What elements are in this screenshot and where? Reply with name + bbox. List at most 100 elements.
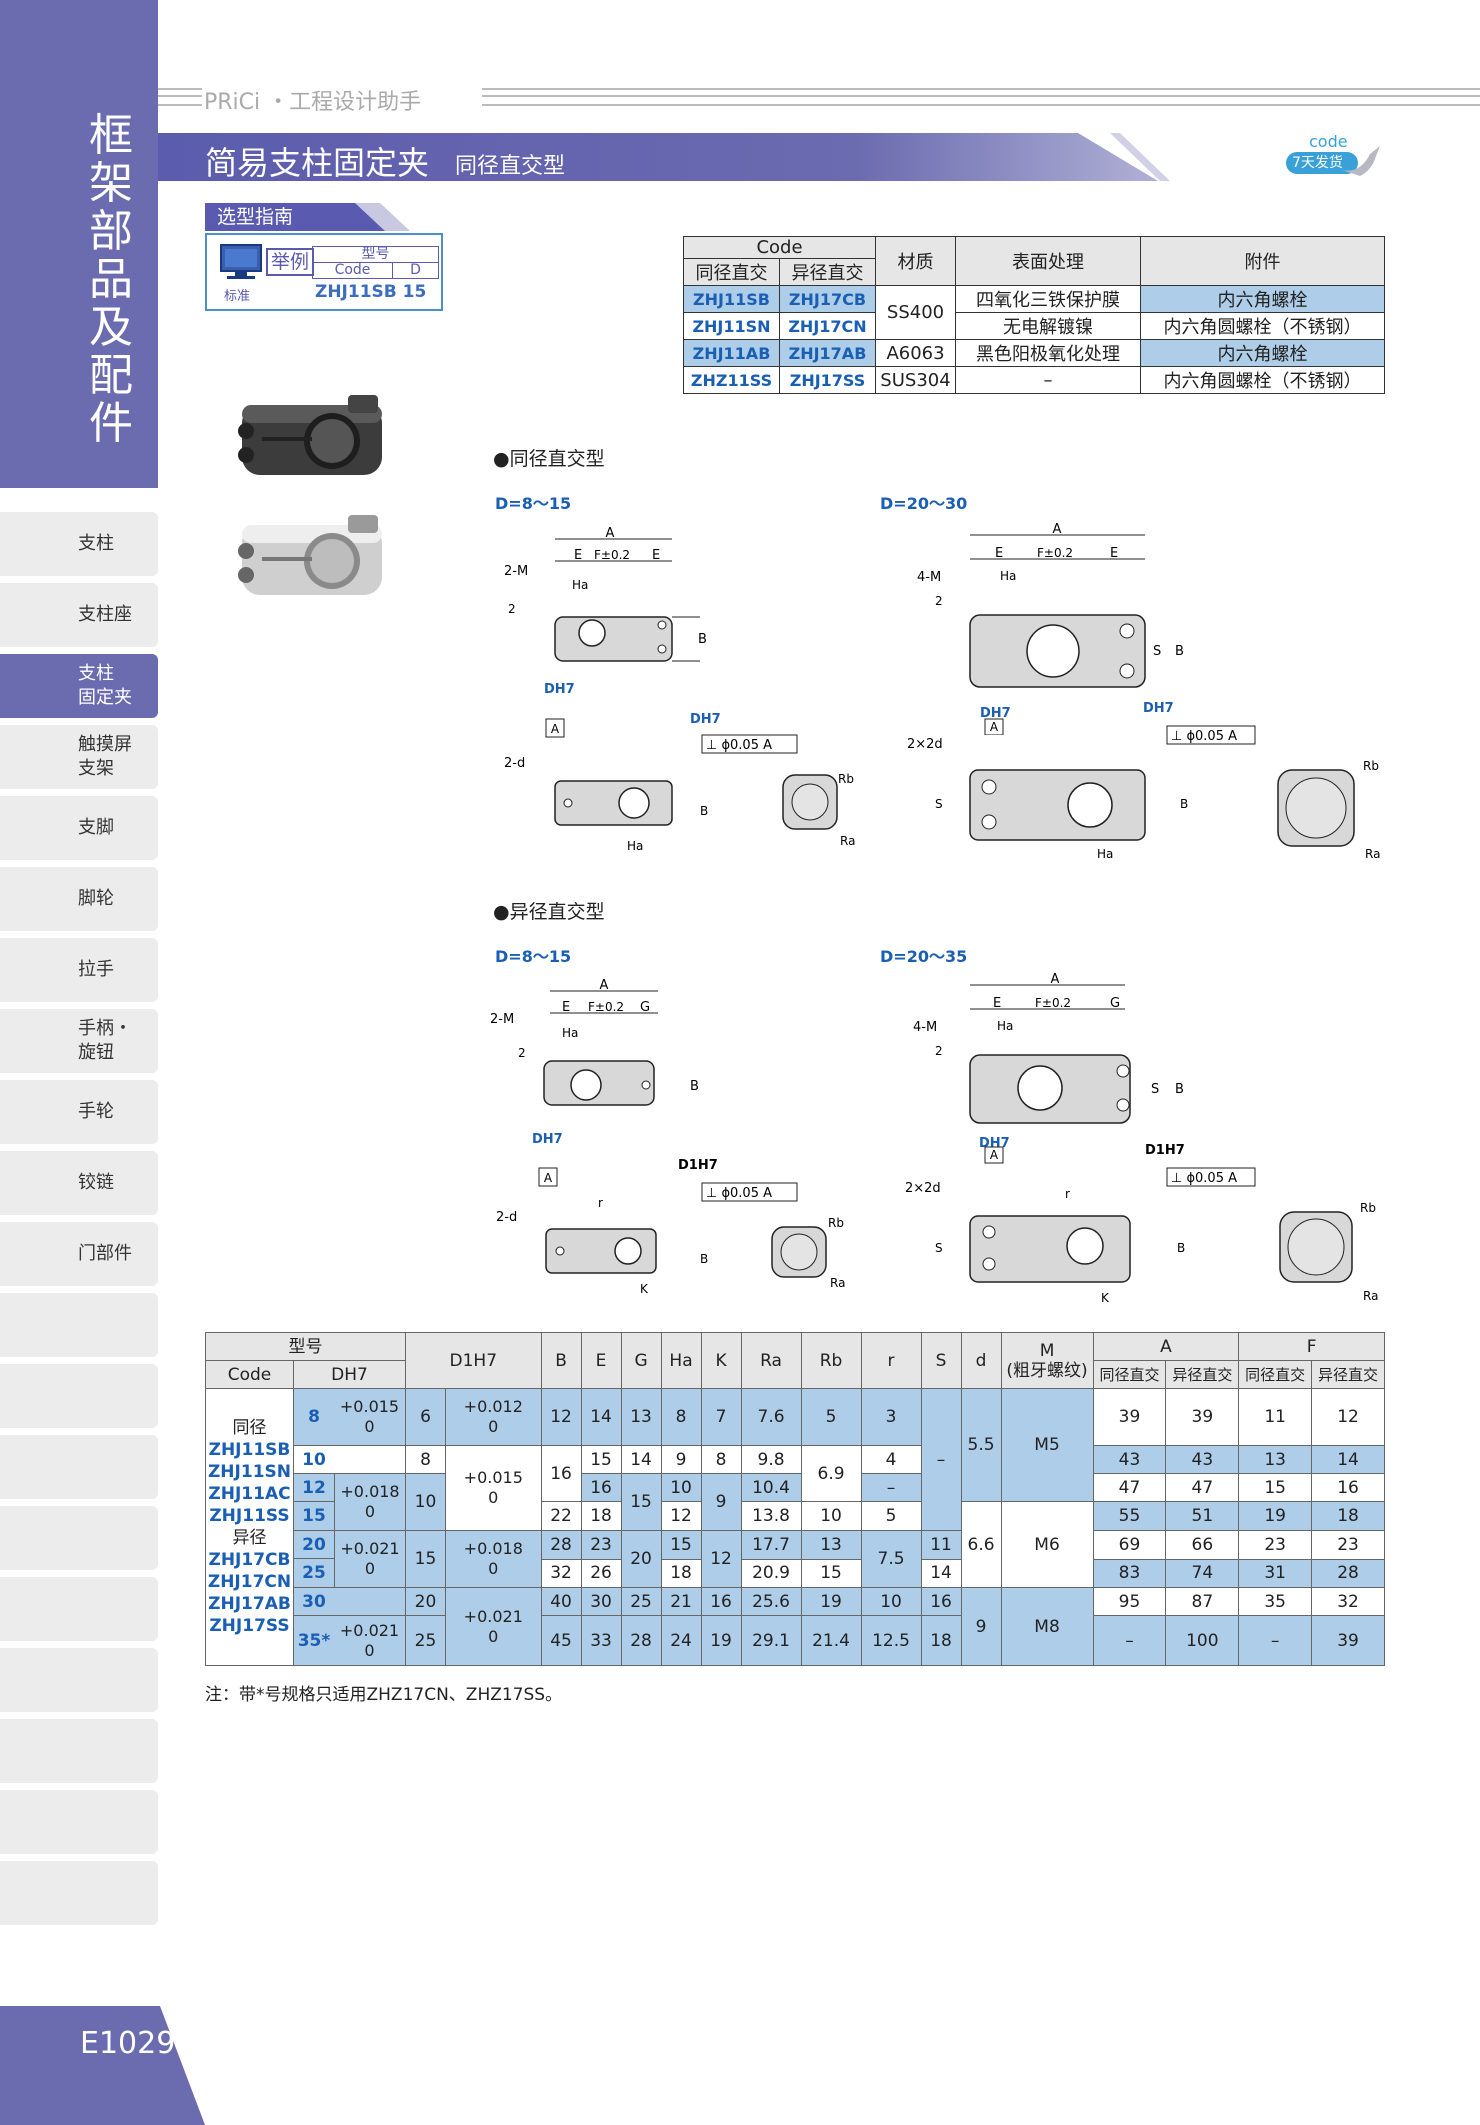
code-item: ZHJ11SN <box>207 1462 291 1482</box>
dim-label: Rb <box>828 1216 844 1230</box>
f-diff-value: 32 <box>1311 1587 1385 1616</box>
material: SUS304 <box>875 366 956 394</box>
th-diff: 异径直交 <box>779 258 876 286</box>
th-B: B <box>540 1332 582 1389</box>
g-value: 14 <box>620 1445 662 1474</box>
sidebar-tab[interactable] <box>0 1648 158 1712</box>
sidebar-tab-label: 支柱座 <box>78 604 132 625</box>
th-model: 型号 <box>205 1332 406 1361</box>
surface: – <box>955 366 1141 394</box>
delivery-badge: 7天发货 <box>1286 152 1358 174</box>
d-hole-value: 9 <box>960 1587 1002 1666</box>
th-code: Code <box>205 1360 294 1389</box>
sidebar-tab[interactable]: 手轮 <box>0 1080 158 1144</box>
range-label: D=8～15 <box>495 947 572 966</box>
sidebar-tab[interactable]: 支脚 <box>0 796 158 860</box>
ra-value: 20.9 <box>740 1558 802 1588</box>
monitor-icon <box>220 244 262 279</box>
sidebar-tab-label: 手轮 <box>78 1101 114 1122</box>
d-tolerance: +0.021 0 <box>334 1531 405 1587</box>
b-value: 22 <box>540 1501 582 1531</box>
sidebar-tab[interactable]: 门部件 <box>0 1222 158 1286</box>
code-group-label: 同径 <box>232 1418 267 1438</box>
sidebar-tab[interactable]: 手柄・ 旋钮 <box>0 1009 158 1073</box>
sidebar-tab[interactable] <box>0 1364 158 1428</box>
sidebar-tab[interactable] <box>0 1577 158 1641</box>
ra-value: 13.8 <box>740 1501 802 1531</box>
dim-label: Ra <box>1363 1289 1378 1303</box>
brand-rule-left <box>158 88 202 106</box>
f-same-value: 19 <box>1238 1501 1313 1531</box>
category-char: 框 <box>89 110 133 161</box>
page-title: 简易支柱固定夹 <box>205 144 430 182</box>
d-value: 20 <box>294 1531 334 1559</box>
sidebar-tab[interactable]: 脚轮 <box>0 867 158 931</box>
sidebar-tab[interactable] <box>0 1506 158 1570</box>
brand-rule-right <box>482 88 1480 106</box>
material: A6063 <box>875 339 956 367</box>
code-item: ZHJ17AB <box>208 1594 291 1614</box>
ha-value: 8 <box>660 1388 702 1446</box>
surface: 黑色阳极氧化处理 <box>955 339 1141 367</box>
dim-label: E <box>652 548 660 563</box>
accessory: 内六角圆螺栓（不锈钢） <box>1140 366 1385 394</box>
a-diff-value: 87 <box>1165 1587 1240 1616</box>
dim-label: F±0.2 <box>594 548 630 562</box>
th-material: 材质 <box>875 236 956 286</box>
sidebar-tab[interactable] <box>0 1435 158 1499</box>
dim-label: S <box>935 1241 943 1255</box>
r-value: 10 <box>860 1587 922 1616</box>
sidebar-tab-label: 支脚 <box>78 817 114 838</box>
dh7-cell: 10 <box>293 1445 406 1474</box>
category-title: 框 架 部 品 及 配 件 <box>86 112 136 448</box>
th-A: A <box>1092 1332 1240 1361</box>
dim-label: Rb <box>1363 759 1379 773</box>
sidebar-tab[interactable]: 触摸屏 支架 <box>0 725 158 789</box>
ra-value: 10.4 <box>740 1473 802 1502</box>
f-diff-value: 39 <box>1311 1615 1385 1666</box>
accessory: 内六角圆螺栓（不锈钢） <box>1140 312 1385 340</box>
ha-value: 9 <box>660 1445 702 1474</box>
th-S: S <box>920 1332 962 1389</box>
a-same-value: 43 <box>1092 1445 1167 1474</box>
code-diff: ZHJ17CN <box>779 312 876 340</box>
sidebar-tab[interactable]: 拉手 <box>0 938 158 1002</box>
dim-label: F±0.2 <box>1037 546 1073 560</box>
f-diff-value: 16 <box>1311 1473 1385 1502</box>
code-same: ZHZ11SS <box>683 366 780 394</box>
guide-example-value: ZHJ11SB 15 <box>315 282 427 302</box>
dim-label: ⊥ ϕ0.05 A <box>706 738 772 753</box>
sidebar-tab[interactable] <box>0 1790 158 1854</box>
dim-label: A <box>551 722 560 736</box>
dim-label: B <box>1177 1241 1185 1255</box>
badge-code: code <box>1309 132 1348 151</box>
th-d1: D1H7 <box>405 1332 542 1389</box>
dim-label: Ha <box>1000 569 1016 583</box>
section-same-title: ●同径直交型 <box>493 448 605 470</box>
ha-value: 12 <box>660 1501 702 1531</box>
th-A-diff: 异径直交 <box>1165 1360 1240 1389</box>
b-value: 40 <box>540 1587 582 1616</box>
th-dh7: DH7 <box>293 1360 406 1389</box>
sidebar-tab[interactable]: 支柱 固定夹 <box>0 654 158 718</box>
category-char: 配 <box>89 350 133 401</box>
sidebar-tab[interactable] <box>0 1861 158 1925</box>
code-item: ZHJ11SS <box>209 1506 290 1526</box>
sidebar-tab[interactable]: 支柱 <box>0 512 158 576</box>
a-diff-value: 43 <box>1165 1445 1240 1474</box>
dim-label: Ha <box>997 1019 1013 1033</box>
dim-label: ⊥ ϕ0.05 A <box>706 1186 772 1201</box>
f-same-value: 11 <box>1238 1388 1313 1446</box>
drawing-same-large-side: DH7 ⊥ ϕ0.05 A 2×2d S B Ha Rb Ra <box>907 701 1380 861</box>
d-value: 25 <box>302 1563 326 1583</box>
f-same-value: 15 <box>1238 1473 1313 1502</box>
sidebar-tab[interactable] <box>0 1293 158 1357</box>
sidebar-tab[interactable] <box>0 1719 158 1783</box>
dim-label: DH7 <box>532 1132 563 1147</box>
k-value: 16 <box>700 1587 742 1616</box>
r-value: 12.5 <box>860 1615 922 1666</box>
a-diff-value: 47 <box>1165 1473 1240 1502</box>
sidebar-tab[interactable]: 铰链 <box>0 1151 158 1215</box>
m-value: M8 <box>1000 1587 1094 1666</box>
sidebar-tab[interactable]: 支柱座 <box>0 583 158 647</box>
